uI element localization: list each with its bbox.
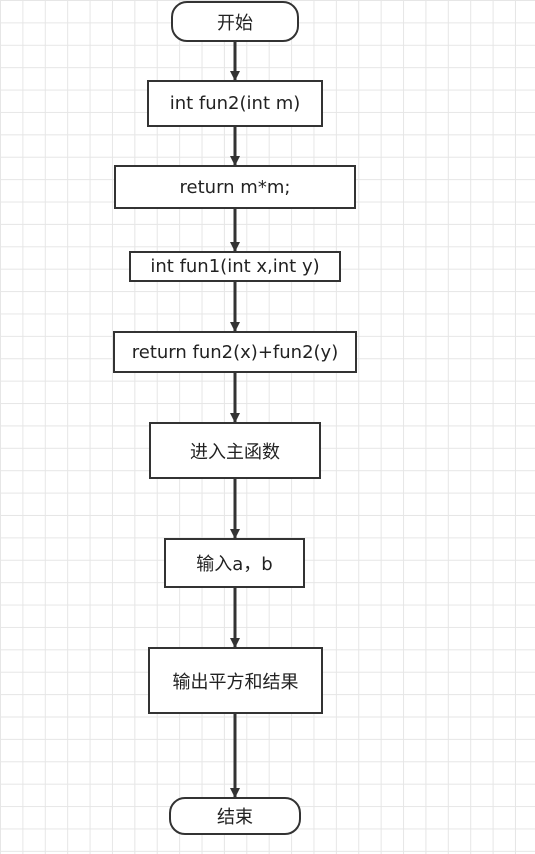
output-result-box: 输出平方和结果	[148, 647, 323, 714]
return-sum-label: return fun2(x)+fun2(y)	[131, 341, 339, 363]
enter-main-label: 进入主函数	[190, 441, 280, 463]
fun1-declaration-box: int fun1(int x,int y)	[129, 251, 341, 282]
return-square-box: return m*m;	[114, 165, 356, 209]
fun1-declaration-label: int fun1(int x,int y)	[150, 256, 320, 277]
input-ab-label: 输入a，b	[196, 554, 273, 575]
enter-main-box: 进入主函数	[149, 422, 321, 479]
start-terminal-label: 开始	[217, 12, 253, 34]
input-ab-box: 输入a，b	[164, 538, 305, 588]
return-sum-box: return fun2(x)+fun2(y)	[113, 331, 357, 373]
start-terminal: 开始	[171, 1, 299, 42]
return-square-label: return m*m;	[179, 176, 291, 198]
fun2-declaration-label: int fun2(int m)	[169, 93, 301, 114]
fun2-declaration-box: int fun2(int m)	[147, 80, 323, 127]
end-terminal-label: 结束	[217, 807, 253, 828]
output-result-label: 输出平方和结果	[172, 671, 299, 693]
end-terminal: 结束	[169, 797, 301, 835]
